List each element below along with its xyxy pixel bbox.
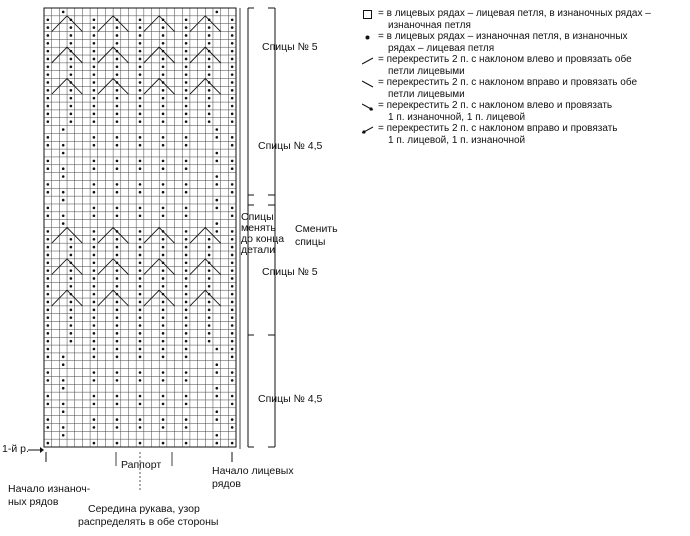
legend-item-knit: = в лицевых рядах – лицевая петля, в изн… <box>362 8 688 31</box>
legend-item-cross-left-purl: = перекрестить 2 п. с наклоном влево и п… <box>362 100 688 123</box>
cross-right-icon <box>362 80 374 88</box>
label-needle-5-mid: Спицы № 5 <box>262 266 318 278</box>
legend-text: = перекрестить 2 п. с наклоном влево и п… <box>378 54 632 65</box>
legend-item-purl: = в лицевых рядах – изнаночная петля, в … <box>362 31 688 54</box>
legend-item-cross-left: = перекрестить 2 п. с наклоном влево и п… <box>362 54 688 77</box>
cross-right-purl-icon <box>362 126 374 134</box>
cross-left-purl-icon <box>362 103 374 111</box>
label-needle-5-top: Спицы № 5 <box>262 41 318 53</box>
legend-text: петли лицевыми <box>388 65 465 77</box>
label-start-knit-rows-1: Начало лицевых <box>212 465 294 477</box>
first-row-arrow-head <box>40 447 44 453</box>
legend-text: = перекрестить 2 п. с наклоном влево и п… <box>378 100 613 111</box>
legend-text: петли лицевыми <box>388 88 465 100</box>
cable-crossings <box>51 15 221 307</box>
legend-text: = в лицевых рядах – изнаночная петля, в … <box>378 31 628 42</box>
label-start-purl-rows-1: Начало изнаноч- <box>8 483 91 495</box>
legend-text: = перекрестить 2 п. с наклоном вправо и … <box>378 77 637 88</box>
chart-grid <box>43 7 237 448</box>
label-first-row: 1-й р. <box>2 443 29 455</box>
label-sleeve-middle-2: распределять в обе стороны <box>78 516 219 528</box>
legend-item-cross-right: = перекрестить 2 п. с наклоном вправо и … <box>362 77 688 100</box>
legend-text: = в лицевых рядах – лицевая петля, в изн… <box>378 8 651 19</box>
legend-text: рядах – лицевая петля <box>388 42 495 54</box>
label-start-purl-rows-2: ных рядов <box>8 496 59 508</box>
label-change-needles-1: Сменить <box>295 223 338 235</box>
label-repeat: Раппорт <box>121 459 162 471</box>
legend-text: 1 п. лицевой, 1 п. изнаночной <box>388 134 526 146</box>
legend: = в лицевых рядах – лицевая петля, в изн… <box>362 8 688 146</box>
label-change-end-4: детали <box>241 244 276 256</box>
dot-icon <box>365 35 370 40</box>
empty-square-icon <box>363 10 372 19</box>
label-change-end-1: Спицы <box>241 211 274 223</box>
cross-left-icon <box>362 57 374 65</box>
label-needle-45-upper: Спицы № 4,5 <box>258 140 323 152</box>
label-sleeve-middle-1: Середина рукава, узор <box>88 503 200 515</box>
legend-text: 1 п. изнаночной, 1 п. лицевой <box>388 111 526 123</box>
legend-item-cross-right-purl: = перекрестить 2 п. с наклоном вправо и … <box>362 123 688 146</box>
legend-text: = перекрестить 2 п. с наклоном вправо и … <box>378 123 618 134</box>
chart-border <box>43 7 237 448</box>
purl-dots <box>46 10 234 445</box>
legend-text: изнаночная петля <box>388 19 471 31</box>
label-change-end-2: менять <box>241 222 276 234</box>
label-change-end-3: до конца <box>241 233 285 245</box>
label-needle-45-lower: Спицы № 4,5 <box>258 393 323 405</box>
label-change-needles-2: спицы <box>295 236 326 248</box>
label-start-knit-rows-2: рядов <box>212 478 241 490</box>
